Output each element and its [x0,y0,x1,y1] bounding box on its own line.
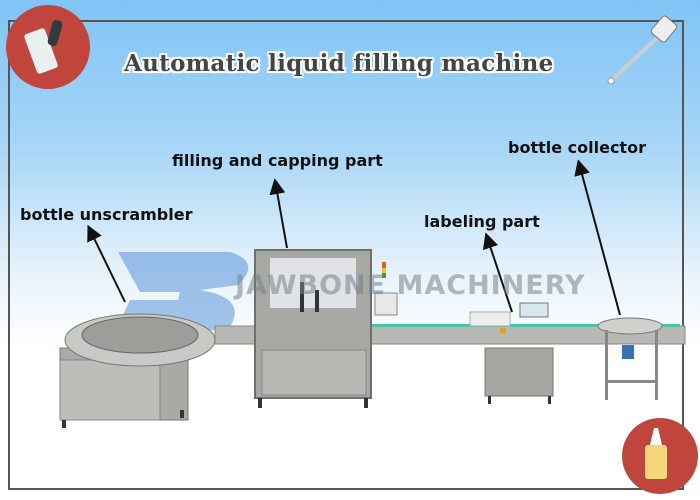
watermark: JAWBONE MACHINERY [235,270,586,301]
label-bottle-collector: bottle collector [508,138,646,157]
logo-watermark [115,252,249,332]
labeling-machine [469,302,554,404]
arrow-collector [574,159,621,316]
label-bottle-unscrambler: bottle unscrambler [20,205,193,224]
bottle-unscrambler-machine [59,313,216,428]
arrow-filling [269,178,288,249]
label-labeling-part: labeling part [424,212,540,231]
dropper-icon [607,15,678,85]
arrow-labeling [482,232,513,313]
serum-bottle-badge-icon [622,418,698,494]
page-title: Automatic liquid filling machine [124,50,554,77]
filling-capping-machine [254,249,398,408]
bottle-badge-icon [6,5,90,89]
label-filling-capping: filling and capping part [172,151,383,170]
picture-frame [8,20,684,490]
arrow-unscrambler [87,224,126,303]
bottle-collector-machine [597,317,663,400]
